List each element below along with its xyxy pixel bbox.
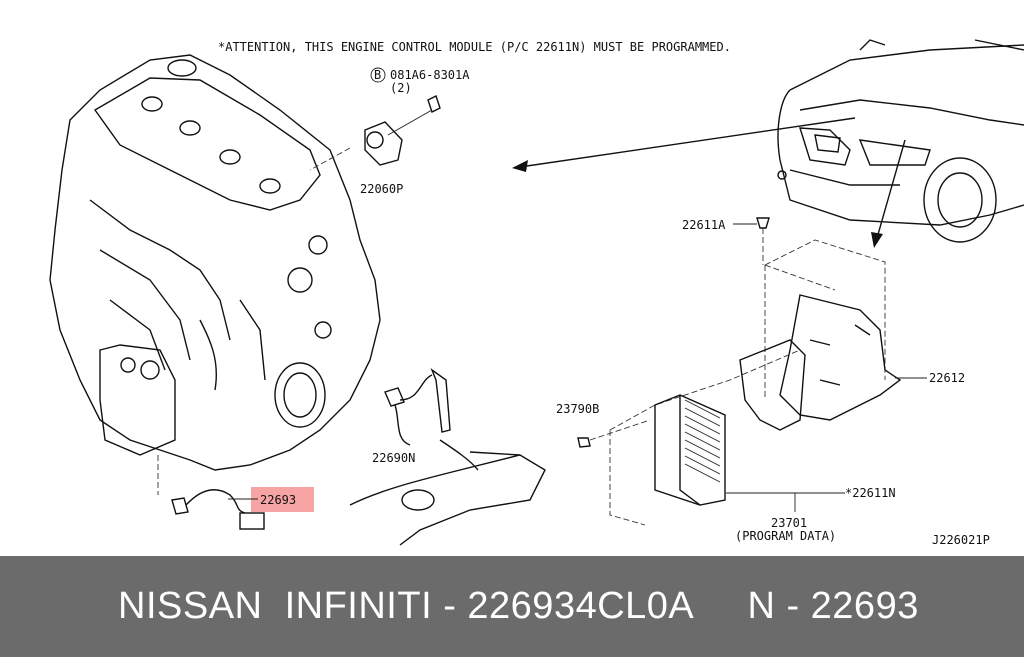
o2-sensor-lower-illustration bbox=[171, 489, 265, 530]
ecm-module-illustration bbox=[654, 394, 726, 506]
parts-diagram: *ATTENTION, THIS ENGINE CONTROL MODULE (… bbox=[49, 39, 1024, 547]
attention-note: *ATTENTION, THIS ENGINE CONTROL MODULE (… bbox=[218, 40, 731, 54]
nut-icon bbox=[577, 437, 591, 448]
knock-sensor-leader bbox=[309, 147, 351, 171]
engine-arrow bbox=[519, 117, 856, 168]
ecm-bracket-illustration bbox=[609, 239, 902, 526]
knock-sensor-label: 22060P bbox=[360, 182, 403, 196]
bolt-qty-label: (2) bbox=[390, 81, 412, 95]
ecm-assy-label: 23701 bbox=[771, 516, 807, 530]
o2-lower-highlight bbox=[251, 487, 314, 512]
knock-sensor-illustration bbox=[364, 95, 441, 166]
program-data-label: (PROGRAM DATA) bbox=[735, 529, 836, 543]
nut-label: 23790B bbox=[556, 402, 599, 416]
car-front-illustration bbox=[777, 39, 1024, 243]
exhaust-pipe-illustration bbox=[349, 439, 546, 546]
ecm-label: *22611N bbox=[845, 486, 896, 500]
part-number-banner: NISSAN INFINITI - 226934CL0A N - 22693 bbox=[0, 556, 1024, 657]
engine-illustration bbox=[49, 54, 381, 471]
bolt-code-label: 081A6-8301A bbox=[390, 68, 470, 82]
o2-upper-label: 22690N bbox=[372, 451, 415, 465]
bolt-22611a-label: 22611A bbox=[682, 218, 726, 232]
nut-leader bbox=[589, 419, 651, 441]
o2-lower-label: 22693 bbox=[260, 493, 296, 507]
engine-arrow-head bbox=[512, 160, 528, 172]
o2-sensor-upper-illustration bbox=[384, 368, 451, 446]
bolt-22611a-icon bbox=[756, 217, 770, 229]
diagram-code-label: J226021P bbox=[932, 533, 990, 547]
bolt-circle-icon bbox=[370, 67, 386, 83]
ecm-arrow-head bbox=[871, 232, 883, 248]
bolt-circle-letter-text: B bbox=[374, 68, 381, 82]
part-number-text: NISSAN INFINITI - 226934CL0A N - 22693 bbox=[118, 585, 919, 627]
bracket-label: 22612 bbox=[929, 371, 965, 385]
